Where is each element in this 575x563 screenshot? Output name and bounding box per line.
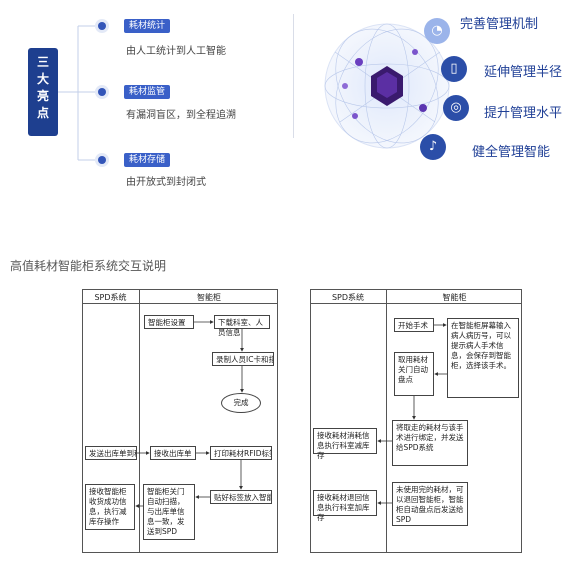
flow-box-send-outbound: 发送出库单到科室 bbox=[85, 446, 137, 460]
flow-box-receive-outbound: 接收出库单 bbox=[150, 446, 196, 460]
flow-box-start-surgery: 开始手术 bbox=[394, 318, 434, 332]
highlights-title-char: 亮 bbox=[36, 89, 49, 103]
highlights-title-box: 三 大 亮 点 bbox=[28, 48, 58, 136]
flow-left-frame bbox=[82, 289, 278, 553]
highlights-title-char: 点 bbox=[36, 106, 49, 120]
section-divider bbox=[293, 14, 294, 138]
highlight-dot bbox=[98, 88, 106, 96]
feature-label: 完善管理机制 bbox=[460, 17, 539, 32]
highlights-title-char: 三 bbox=[36, 55, 49, 69]
highlight-badge-supervision: 耗材监管 bbox=[124, 85, 171, 99]
flow-box-print-rfid: 打印耗材RFID标签 bbox=[210, 446, 272, 460]
highlight-desc-storage: 由开放式到封闭式 bbox=[126, 177, 206, 188]
highlight-desc-supervision: 有漏洞盲区，到全程追溯 bbox=[126, 110, 236, 121]
flow-box-return-unused: 未使用完的耗材，可以退回智能柜，智能柜自动盘点后发送给SPD bbox=[392, 482, 468, 526]
highlight-badge-storage: 耗材存储 bbox=[124, 153, 171, 167]
flow-right-col-spd: SPD系统 bbox=[331, 293, 365, 302]
flow-right-column-divider bbox=[386, 289, 387, 553]
flow-box-take-material: 取用耗材关门自动盘点 bbox=[394, 352, 434, 396]
book-icon: ▯ bbox=[441, 56, 467, 82]
highlight-desc-stats: 由人工统计到人工智能 bbox=[126, 46, 226, 57]
network-sphere-graphic bbox=[324, 23, 450, 149]
flow-left-header-line bbox=[82, 303, 278, 304]
highlight-dot bbox=[98, 156, 106, 164]
flow-box-attach-label: 贴好标签放入智能柜 bbox=[210, 490, 272, 504]
highlights-title-char: 大 bbox=[36, 72, 49, 86]
flow-box-record-staff-card: 录制人员IC卡和指纹 bbox=[212, 352, 274, 366]
globe-icon: ◎ bbox=[443, 95, 469, 121]
highlight-dot bbox=[98, 22, 106, 30]
flow-box-receive-consume: 接收耗材消耗信息执行科室减库存 bbox=[313, 428, 377, 460]
feature-label: 提升管理水平 bbox=[484, 106, 563, 121]
flow-oval-done: 完成 bbox=[221, 393, 261, 413]
flow-box-cabinet-settings: 智能柜设置 bbox=[144, 315, 194, 329]
flow-left-column-divider bbox=[139, 289, 140, 553]
pie-chart-icon: ◔ bbox=[424, 18, 450, 44]
flow-box-bind-surgery: 将取走的耗材与该手术进行绑定，并发送给SPD系统 bbox=[392, 420, 468, 466]
flow-box-receive-return: 接收耗材退回信息执行科室加库存 bbox=[313, 490, 377, 522]
flow-box-receive-cabinet: 接收智能柜收货成功信息，执行减库存操作 bbox=[85, 484, 135, 530]
flow-box-screen-input: 在智能柜屏幕输入病人病历号，可以提示病人手术信息，会保存到智能柜，选择该手术。 bbox=[447, 318, 519, 398]
flow-box-auto-scan: 智能柜关门自动扫描，与出库单信息一致，发送到SPD bbox=[143, 484, 195, 540]
bell-icon: ♪ bbox=[420, 134, 446, 160]
flow-right-header-line bbox=[310, 303, 522, 304]
flow-left-col-cabinet: 智能柜 bbox=[197, 293, 221, 302]
section-title: 高值耗材智能柜系统交互说明 bbox=[10, 259, 167, 273]
flow-box-download-staff: 下载科室、人员信息 bbox=[214, 315, 270, 337]
feature-label: 健全管理智能 bbox=[472, 145, 551, 160]
feature-label: 延伸管理半径 bbox=[484, 65, 563, 80]
flow-right-frame bbox=[310, 289, 522, 553]
flow-right-col-cabinet: 智能柜 bbox=[442, 293, 467, 302]
flow-left-col-spd: SPD系统 bbox=[94, 293, 127, 302]
highlight-badge-stats: 耗材统计 bbox=[124, 19, 171, 33]
